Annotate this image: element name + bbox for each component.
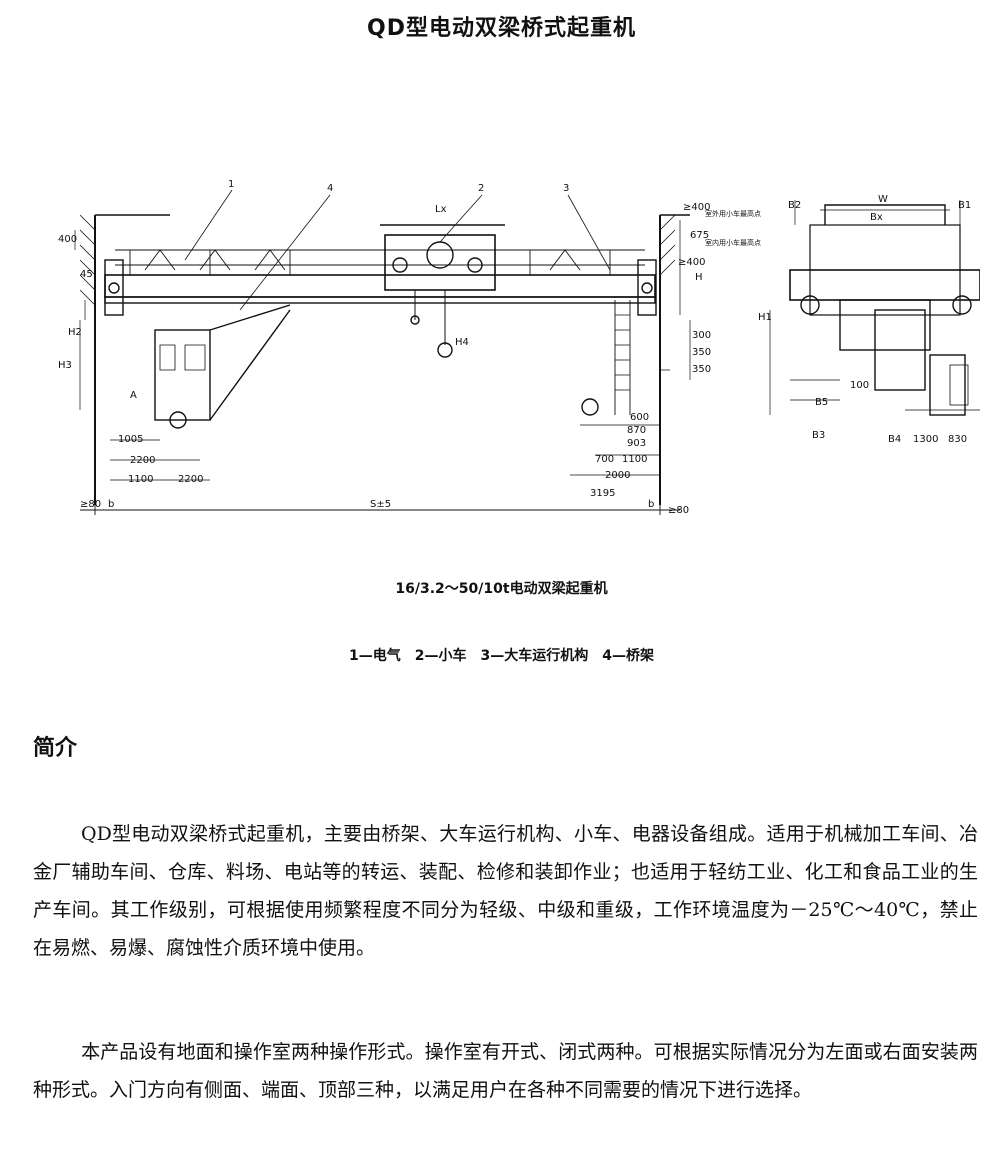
intro-paragraph-2: 本产品设有地面和操作室两种操作形式。操作室有开式、闭式两种。可根据实际情况分为左… <box>33 1033 978 1109</box>
dim-600: 600 <box>630 412 649 423</box>
dim-1100: 1100 <box>128 474 153 485</box>
intro-paragraph-1: QD型电动双梁桥式起重机，主要由桥架、大车运行机构、小车、电器设备组成。适用于机… <box>33 815 978 967</box>
dim-80-left: ≥80 <box>80 499 101 510</box>
dim-2200b: 2200 <box>178 474 203 485</box>
dim-span: S±5 <box>370 499 391 510</box>
dim-400c: ≥400 <box>678 257 705 268</box>
dim-830: 830 <box>948 434 967 445</box>
note-indoor: 室内用小车最高点 <box>705 238 761 247</box>
page-title: QD型电动双梁桥式起重机 <box>367 16 636 41</box>
dim-2000: 2000 <box>605 470 630 481</box>
dim-2200a: 2200 <box>130 455 155 466</box>
note-outdoor: 室外用小车最高点 <box>705 209 761 218</box>
crane-drawing: 1 4 2 3 400 45 H2 H3 A 1005 2200 1100 22… <box>50 170 981 530</box>
dim-3195: 3195 <box>590 488 615 499</box>
dim-1300: 1300 <box>913 434 938 445</box>
intro-paragraph-1-text: QD型电动双梁桥式起重机，主要由桥架、大车运行机构、小车、电器设备组成。适用于机… <box>33 823 978 959</box>
dim-100: 100 <box>850 380 869 391</box>
section-title: 简介 <box>33 736 78 761</box>
dim-350: 350 <box>692 347 711 358</box>
dim-b4: B4 <box>888 434 901 445</box>
dim-903: 903 <box>627 438 646 449</box>
dim-h3: H3 <box>58 360 72 371</box>
dim-870: 870 <box>627 425 646 436</box>
intro-paragraph-2-text: 本产品设有地面和操作室两种操作形式。操作室有开式、闭式两种。可根据实际情况分为左… <box>33 1041 978 1101</box>
dim-h4: H4 <box>455 337 469 348</box>
dim-b-right: b <box>648 499 654 510</box>
dim-lx: Lx <box>435 204 447 215</box>
figure-legend: 1—电气 2—小车 3—大车运行机构 4—桥架 <box>349 648 654 664</box>
dim-w: W <box>878 194 888 205</box>
dim-675: 675 <box>690 230 709 241</box>
dim-b3: B3 <box>812 430 825 441</box>
dim-400b: ≥400 <box>683 202 710 213</box>
dim-1100b: 1100 <box>622 454 647 465</box>
part-number-1: 1 <box>228 179 234 190</box>
dim-b1: B1 <box>958 200 971 211</box>
dim-45: 45 <box>80 269 93 280</box>
dim-80-right: ≥80 <box>668 505 689 516</box>
figure-caption: 16/3.2～50/10t电动双梁起重机 <box>395 581 608 597</box>
dim-h1: H1 <box>758 312 772 323</box>
part-number-2: 2 <box>478 183 484 194</box>
dim-a: A <box>130 390 137 401</box>
part-number-4: 4 <box>327 183 333 194</box>
dim-700: 700 <box>595 454 614 465</box>
dim-b-left: b <box>108 499 114 510</box>
dim-b2: B2 <box>788 200 801 211</box>
part-number-3: 3 <box>563 183 569 194</box>
dim-350b: 350 <box>692 364 711 375</box>
dim-bx: Bx <box>870 212 883 223</box>
dim-b5: B5 <box>815 397 828 408</box>
dim-300: 300 <box>692 330 711 341</box>
dim-400: 400 <box>58 234 77 245</box>
dim-h2: H2 <box>68 327 82 338</box>
dim-h: H <box>695 272 703 283</box>
dim-1005: 1005 <box>118 434 143 445</box>
crane-engineering-drawing: 1 4 2 3 400 45 H2 H3 A 1005 2200 1100 22… <box>58 179 981 516</box>
